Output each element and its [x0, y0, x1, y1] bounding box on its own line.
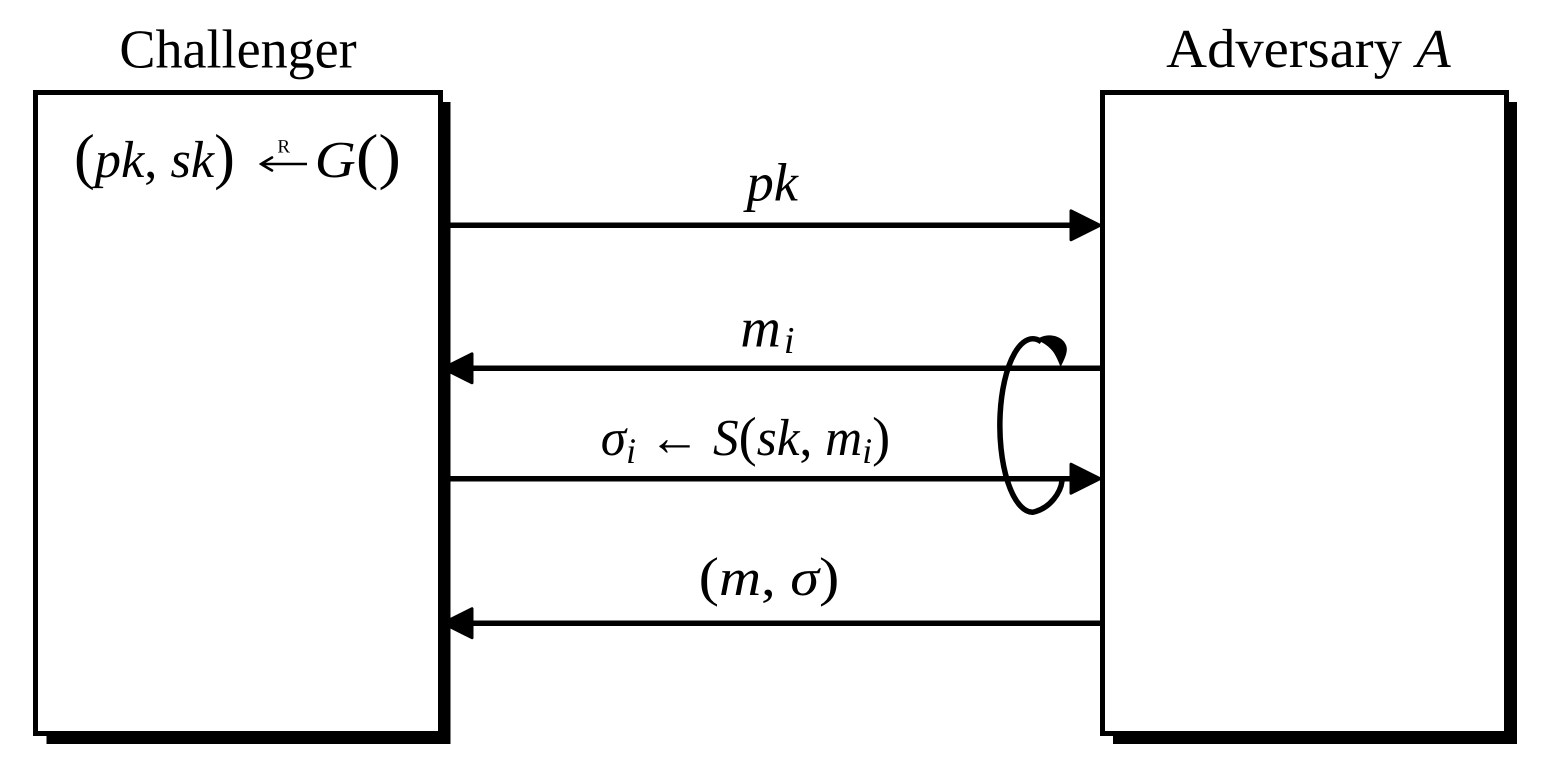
svg-text:Challenger: Challenger — [119, 19, 356, 80]
svg-text:G(): G() — [315, 123, 401, 191]
svg-text:(m, σ): (m, σ) — [699, 546, 840, 607]
svg-text:mi: mi — [740, 298, 794, 363]
svg-text:σi ← S(sk, mi): σi ← S(sk, mi) — [601, 406, 890, 471]
svg-text:R: R — [277, 136, 290, 157]
svg-text:Adversary A: Adversary A — [1166, 18, 1451, 79]
svg-text:(pk, sk): (pk, sk) — [74, 123, 235, 191]
svg-text:pk: pk — [742, 152, 799, 212]
